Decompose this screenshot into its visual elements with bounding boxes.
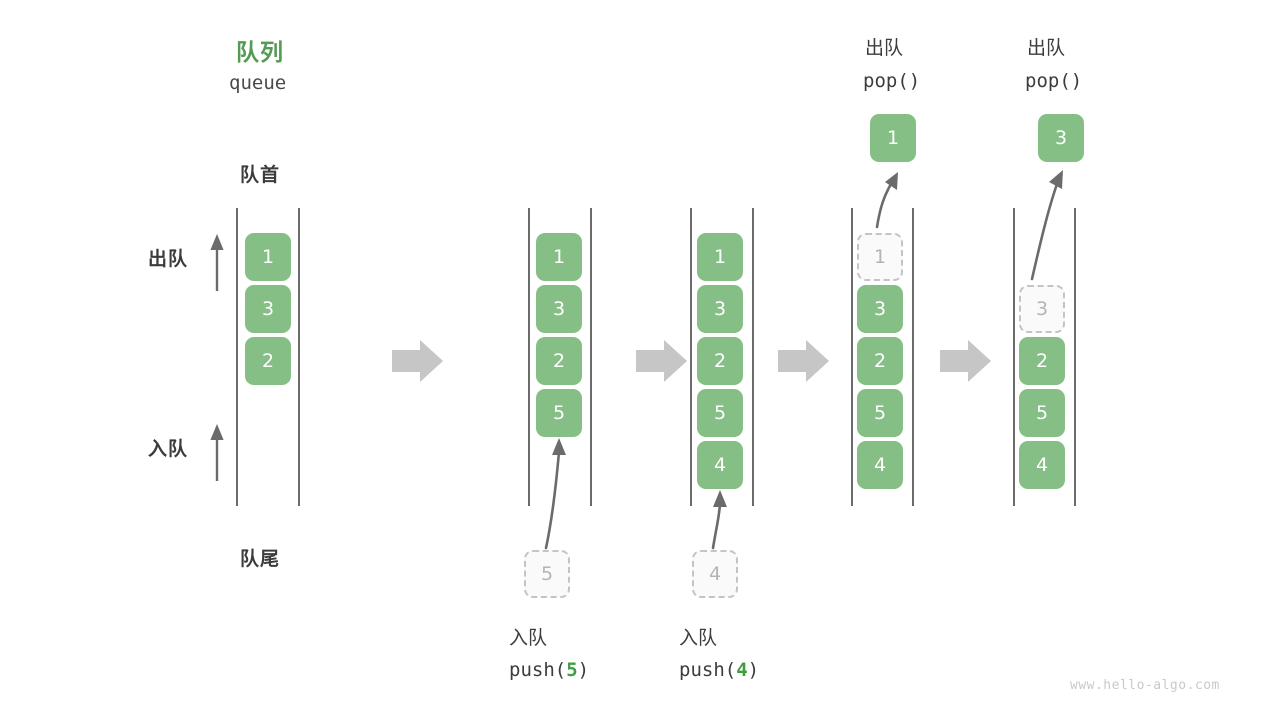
watermark: www.hello-algo.com	[1070, 678, 1220, 693]
queue-node: 5	[1019, 389, 1065, 437]
queue-node: 3	[536, 285, 582, 333]
dequeue-label: 出队	[148, 248, 189, 270]
queue-rail-left-1	[236, 208, 238, 506]
push4-arrow	[711, 490, 727, 550]
queue-node: 5	[697, 389, 743, 437]
pop1-caption-code: pop()	[863, 70, 921, 92]
queue-node: 1	[245, 233, 291, 281]
push4-caption-code: push(4)	[679, 659, 759, 681]
enqueue-direction-arrow	[210, 424, 224, 481]
pop2-arrow	[1030, 170, 1063, 281]
queue-node-new: 4	[697, 441, 743, 489]
push4-code-post: )	[747, 659, 760, 681]
pop1-arrow	[875, 172, 898, 229]
popped-ghost-node: 3	[1019, 285, 1065, 333]
queue-node: 1	[697, 233, 743, 281]
popped-node: 1	[870, 114, 916, 162]
step-arrow	[392, 340, 443, 382]
queue-rail-right-4	[912, 208, 914, 506]
rear-label: 队尾	[240, 548, 281, 570]
push5-caption-code: push(5)	[509, 659, 589, 681]
incoming-ghost-node: 4	[692, 550, 738, 598]
queue-title-cn: 队列	[236, 40, 284, 66]
queue-rail-right-1	[298, 208, 300, 506]
pop1-caption-cn: 出队	[865, 37, 904, 59]
queue-node: 3	[245, 285, 291, 333]
push5-caption-cn: 入队	[509, 627, 548, 649]
queue-node: 2	[697, 337, 743, 385]
queue-node: 5	[857, 389, 903, 437]
popped-ghost-node: 1	[857, 233, 903, 281]
pop2-caption-cn: 出队	[1027, 37, 1066, 59]
step-arrow	[636, 340, 687, 382]
push5-code-post: )	[577, 659, 590, 681]
queue-node: 2	[857, 337, 903, 385]
queue-node: 3	[697, 285, 743, 333]
incoming-ghost-node: 5	[524, 550, 570, 598]
queue-node: 1	[536, 233, 582, 281]
queue-node: 2	[1019, 337, 1065, 385]
queue-node: 4	[857, 441, 903, 489]
enqueue-label: 入队	[148, 438, 189, 460]
queue-node: 3	[857, 285, 903, 333]
queue-rail-left-4	[851, 208, 853, 506]
queue-node: 4	[1019, 441, 1065, 489]
queue-rail-right-3	[752, 208, 754, 506]
pop2-caption-code: pop()	[1025, 70, 1083, 92]
push5-code-arg: 5	[566, 659, 578, 681]
push4-code-pre: push(	[679, 659, 737, 681]
queue-rail-left-2	[528, 208, 530, 506]
step-arrow	[940, 340, 991, 382]
queue-rail-right-2	[590, 208, 592, 506]
dequeue-direction-arrow	[210, 234, 224, 291]
step-arrow	[778, 340, 829, 382]
popped-node: 3	[1038, 114, 1084, 162]
queue-rail-left-5	[1013, 208, 1015, 506]
push4-code-arg: 4	[736, 659, 748, 681]
queue-node: 2	[245, 337, 291, 385]
queue-node: 2	[536, 337, 582, 385]
front-label: 队首	[240, 164, 281, 186]
push5-code-pre: push(	[509, 659, 567, 681]
queue-title-en: queue	[229, 72, 287, 94]
queue-node-new: 5	[536, 389, 582, 437]
queue-rail-left-3	[690, 208, 692, 506]
push4-caption-cn: 入队	[679, 627, 718, 649]
push5-arrow	[544, 438, 566, 550]
queue-rail-right-5	[1074, 208, 1076, 506]
